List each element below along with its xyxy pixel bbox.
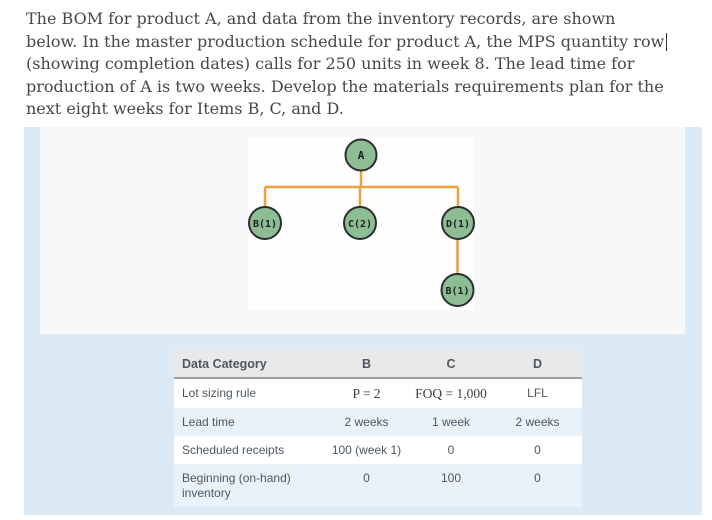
bom-tree-diagram: A B(1) C(2) D(1)	[248, 138, 475, 307]
cell-b: 0	[363, 471, 370, 485]
table-row-lot-sizing-rule: Lot sizing rule P = 2 FOQ = 1,000 LFL	[174, 378, 582, 408]
bom-node-D1-label: D(1)	[446, 219, 470, 230]
table-header-row: Data Category B C D	[174, 350, 582, 379]
cell-c: 100	[440, 471, 462, 485]
figure-panel: A B(1) C(2) D(1)	[24, 127, 702, 515]
row-label: Beginning (on-hand) inventory	[182, 471, 291, 500]
column-header-d: D	[493, 350, 582, 379]
bom-node-B1-label: B(1)	[253, 219, 277, 230]
cell-d: 0	[534, 471, 541, 485]
bom-node-C2-label: C(2)	[348, 219, 372, 230]
problem-text-line: next eight weeks for Items B, C, and D.	[26, 99, 344, 118]
table-row-beginning-inventory: Beginning (on-hand) inventory 0 100 0	[174, 464, 582, 507]
cell-c: 0	[447, 443, 455, 457]
row-label: Lead time	[182, 415, 235, 429]
row-label: Scheduled receipts	[182, 443, 285, 457]
cell-b: 100 (week 1)	[331, 443, 402, 457]
table-row-scheduled-receipts: Scheduled receipts 100 (week 1) 0 0	[174, 436, 582, 464]
text-cursor-caret	[666, 32, 668, 51]
cell-d: 0	[534, 443, 541, 457]
bom-connector-lines	[263, 170, 460, 274]
cell-d: 2 weeks	[515, 415, 560, 429]
bom-node-B1-under-D-label: B(1)	[445, 286, 469, 297]
cell-c: 1 week	[431, 415, 471, 429]
table-row-lead-time: Lead time 2 weeks 1 week 2 weeks	[174, 408, 582, 436]
problem-text-line: below. In the master production schedule…	[26, 31, 706, 54]
cell-b: 2 weeks	[344, 415, 389, 429]
bom-node-B1-under-D: B(1)	[440, 273, 475, 307]
cell-b: P = 2	[352, 386, 381, 401]
column-header-c: C	[409, 350, 493, 379]
cell-d: LFL	[527, 386, 548, 400]
problem-text-line: production of A is two weeks. Develop th…	[26, 76, 664, 96]
row-label: Lot sizing rule	[182, 386, 257, 400]
bom-node-C2: C(2)	[343, 206, 377, 240]
bom-node-A: A	[344, 138, 378, 172]
bom-diagram-card: A B(1) C(2) D(1)	[248, 137, 475, 310]
problem-statement[interactable]: The BOM for product A, and data from the…	[26, 8, 706, 121]
bom-node-D1: D(1)	[441, 206, 475, 240]
bom-node-B1: B(1)	[248, 206, 282, 240]
bom-node-A-label: A	[358, 149, 365, 162]
cell-c: FOQ = 1,000	[415, 386, 487, 401]
column-header-b: B	[324, 350, 409, 379]
diagram-panel: A B(1) C(2) D(1)	[40, 127, 685, 334]
column-header-data-category: Data Category	[174, 350, 324, 379]
problem-text-line: (showing completion dates) calls for 250…	[26, 54, 635, 73]
problem-text-line: The BOM for product A, and data from the…	[26, 9, 616, 28]
inventory-data-table: Data Category B C D Lot sizing rule P = …	[174, 350, 582, 507]
